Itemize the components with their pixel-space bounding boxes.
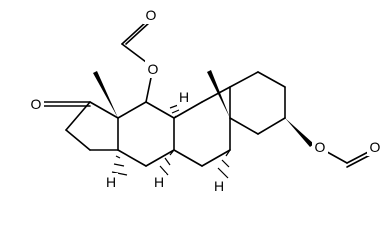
ketone-c17 — [43, 101, 91, 107]
methyl-c10-wedge — [207, 70, 230, 118]
svg-text:H: H — [106, 174, 116, 190]
hash-h14 — [159, 149, 175, 176]
svg-text:H: H — [154, 174, 164, 190]
ring-c — [117, 101, 175, 167]
ring-b — [173, 86, 231, 167]
atom-h-8: H — [104, 173, 118, 191]
svg-text:O: O — [148, 61, 159, 77]
atom-o-ketone: O — [28, 94, 44, 112]
atom-h-14: H — [152, 173, 166, 191]
svg-text:O: O — [315, 139, 326, 155]
atom-o-formyl-11: O — [143, 6, 159, 24]
atom-o-ester-11: O — [145, 60, 161, 78]
methyl-c13-wedge — [93, 71, 118, 118]
atom-h-5: H — [212, 177, 226, 195]
svg-text:H: H — [214, 178, 224, 194]
hash-h8 — [111, 155, 128, 176]
ring-d — [65, 101, 119, 151]
atom-o-ester-3: O — [312, 138, 328, 156]
atom-h-11: H — [177, 88, 191, 106]
c3-wedge — [285, 118, 314, 147]
svg-text:H: H — [179, 89, 189, 105]
svg-text:O: O — [31, 96, 42, 112]
hash-h5 — [217, 149, 231, 179]
svg-text:O: O — [146, 7, 157, 23]
ring-a — [229, 71, 286, 135]
atom-o-formyl-3: O — [367, 138, 383, 156]
svg-text:O: O — [370, 139, 381, 155]
